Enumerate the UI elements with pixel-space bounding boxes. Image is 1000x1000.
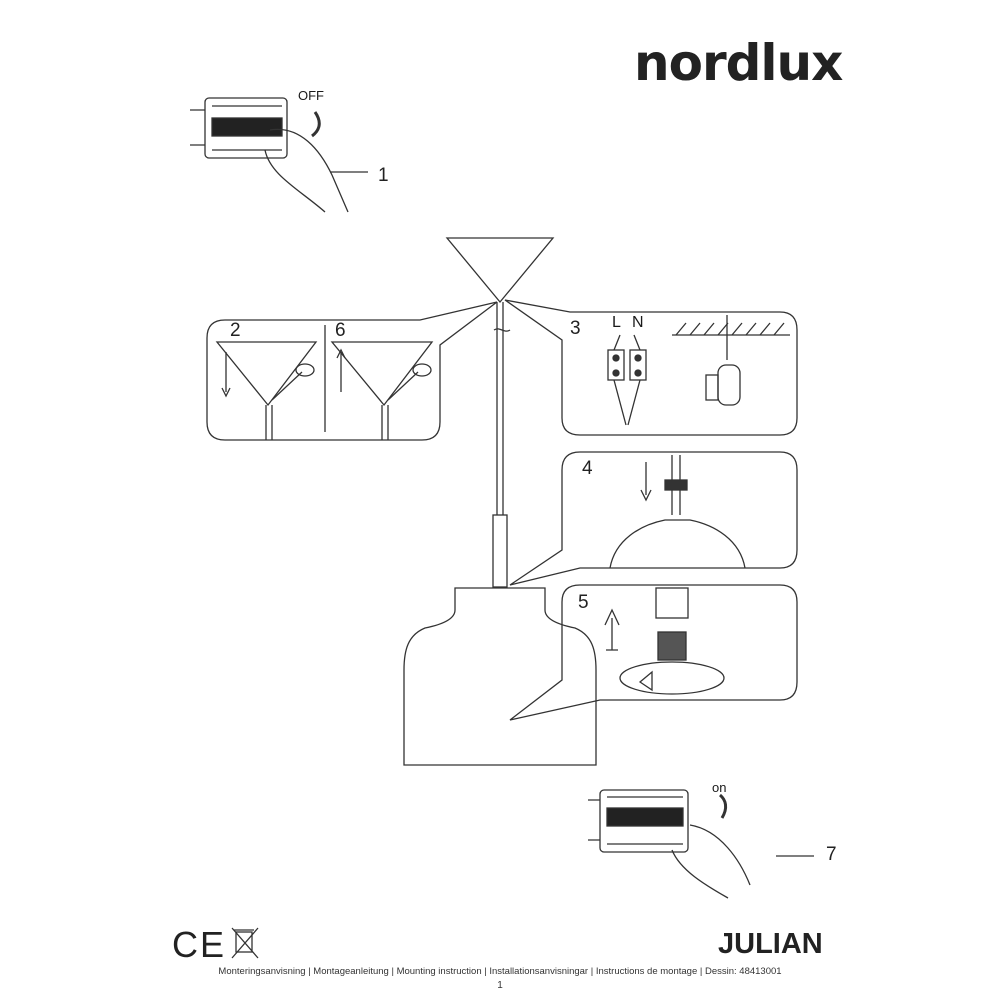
on-label: on (712, 780, 727, 795)
breaker-panel-off (190, 97, 368, 213)
panel-step-3 (504, 299, 798, 436)
ce-mark: CE (172, 924, 227, 965)
product-name: JULIAN (718, 928, 823, 960)
live-label: L (612, 314, 621, 331)
step-3-number: 3 (570, 318, 581, 339)
panel-steps-2-6 (206, 301, 498, 441)
languages-line: Monteringsanvisning | Montageanleitung |… (218, 966, 782, 977)
page-number: 1 (497, 980, 503, 991)
breaker-panel-on (588, 789, 814, 899)
neutral-label: N (632, 314, 644, 331)
step-5-number: 5 (578, 592, 589, 613)
step-4-number: 4 (582, 458, 593, 479)
panel-step-5 (509, 584, 798, 721)
step-6-number: 6 (335, 320, 346, 341)
panel-step-4 (509, 451, 798, 586)
pendant-lamp (403, 237, 597, 766)
step-2-number: 2 (230, 320, 241, 341)
step-1-number: 1 (378, 165, 389, 186)
weee-bin-icon (231, 927, 259, 959)
off-label: OFF (298, 88, 324, 103)
step-7-number: 7 (826, 844, 837, 865)
nordlux-logo: nordlux (634, 34, 843, 92)
